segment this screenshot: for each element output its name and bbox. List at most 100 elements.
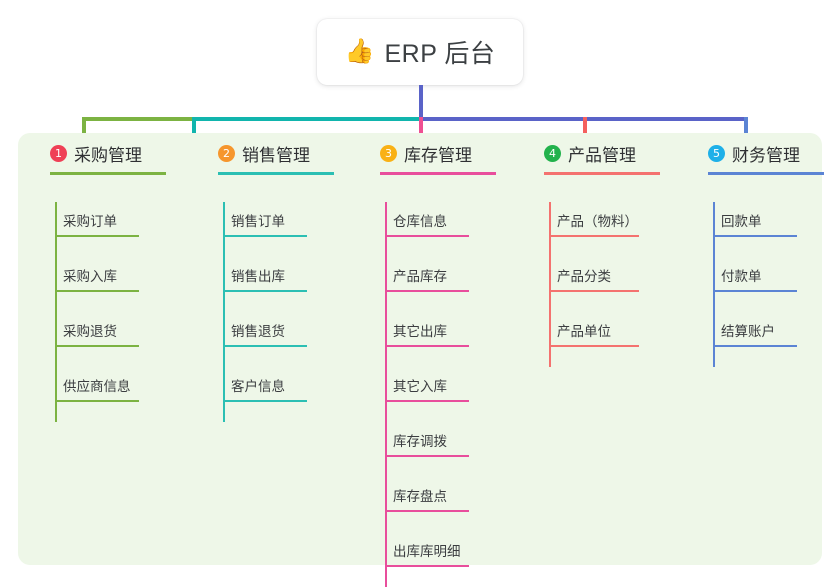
branch-item-label: 出库库明细: [393, 544, 461, 559]
branch-header-underline: [50, 172, 166, 175]
branch-item-underline: [223, 345, 307, 347]
branch-header-underline: [218, 172, 334, 175]
branch-item[interactable]: 结算账户: [688, 312, 800, 367]
branch-item[interactable]: 出库库明细: [360, 532, 472, 587]
bar-teal: [192, 117, 421, 121]
branch-item-underline: [55, 290, 139, 292]
branch-item-underline: [385, 400, 469, 402]
branch-item-label: 仓库信息: [393, 214, 447, 229]
branch-header-underline: [380, 172, 496, 175]
branch-number-badge: 5: [708, 144, 725, 162]
branch-item[interactable]: 仓库信息: [360, 202, 472, 257]
drop-green: [82, 117, 86, 143]
branch-header-label: 财务管理: [732, 145, 800, 165]
branch-item-underline: [55, 235, 139, 237]
branch-item-label: 供应商信息: [63, 379, 131, 394]
branch-item-underline: [713, 345, 797, 347]
branch-item[interactable]: 销售出库: [198, 257, 310, 312]
branch-item[interactable]: 其它入库: [360, 367, 472, 422]
branch-header-label: 产品管理: [568, 145, 636, 165]
branch-item-label: 付款单: [721, 269, 762, 284]
branch-item-underline: [549, 345, 639, 347]
branch-header-finance[interactable]: 5 财务管理: [688, 140, 824, 175]
branch-item[interactable]: 采购入库: [30, 257, 142, 312]
branch-header-label: 库存管理: [404, 145, 472, 165]
branch-item[interactable]: 采购退货: [30, 312, 142, 367]
branch-number-badge: 1: [50, 144, 67, 162]
branch-spine: [549, 202, 551, 367]
root-node-label: ERP 后台: [384, 40, 496, 68]
branch-items-sales: 销售订单销售出库销售退货客户信息: [198, 202, 310, 422]
branch-item-label: 采购订单: [63, 214, 117, 229]
branch-number-badge: 3: [380, 144, 397, 162]
branch-items-inventory: 仓库信息产品库存其它出库其它入库库存调拨库存盘点出库库明细: [360, 202, 472, 587]
branch-item[interactable]: 其它出库: [360, 312, 472, 367]
branch-number-badge: 2: [218, 144, 235, 162]
branch-item-label: 销售退货: [231, 324, 285, 339]
branch-item-label: 产品分类: [557, 269, 611, 284]
branch-item[interactable]: 库存调拨: [360, 422, 472, 477]
branch-item[interactable]: 付款单: [688, 257, 800, 312]
drop-red: [583, 117, 587, 143]
branch-item-underline: [385, 345, 469, 347]
branch-number-badge: 4: [544, 144, 561, 162]
branch-item[interactable]: 产品（物料）: [524, 202, 639, 257]
branch-spine: [55, 202, 57, 422]
branch-item-label: 其它入库: [393, 379, 447, 394]
branch-item-label: 库存盘点: [393, 489, 447, 504]
branch-item-underline: [385, 235, 469, 237]
branch-column-inventory: 3 库存管理仓库信息产品库存其它出库其它入库库存调拨库存盘点出库库明细: [360, 140, 496, 587]
branch-item-underline: [385, 290, 469, 292]
branch-item[interactable]: 采购订单: [30, 202, 142, 257]
branch-item-underline: [55, 345, 139, 347]
branch-item-label: 采购入库: [63, 269, 117, 284]
branch-item[interactable]: 回款单: [688, 202, 800, 257]
branch-item-underline: [223, 235, 307, 237]
branch-item[interactable]: 销售退货: [198, 312, 310, 367]
branch-item-underline: [385, 510, 469, 512]
branches-panel: [18, 133, 822, 565]
branch-items-finance: 回款单付款单结算账户: [688, 202, 800, 367]
branch-item[interactable]: 库存盘点: [360, 477, 472, 532]
branch-item[interactable]: 产品分类: [524, 257, 639, 312]
branch-item-label: 销售订单: [231, 214, 285, 229]
branch-item-label: 产品单位: [557, 324, 611, 339]
branch-item-underline: [385, 455, 469, 457]
branch-item-label: 销售出库: [231, 269, 285, 284]
branch-header-product[interactable]: 4 产品管理: [524, 140, 660, 175]
root-stem-connector: [419, 85, 423, 119]
branch-spine: [385, 202, 387, 587]
branch-item-label: 采购退货: [63, 324, 117, 339]
root-node-erp-backend[interactable]: 👍 ERP 后台: [317, 19, 523, 85]
branch-item-underline: [385, 565, 469, 567]
branch-items-purchase: 采购订单采购入库采购退货供应商信息: [30, 202, 142, 422]
branch-item-label: 产品（物料）: [557, 214, 638, 229]
branch-item-underline: [549, 290, 639, 292]
branch-item[interactable]: 销售订单: [198, 202, 310, 257]
branch-header-underline: [544, 172, 660, 175]
branch-item-underline: [223, 400, 307, 402]
branch-item[interactable]: 客户信息: [198, 367, 310, 422]
branch-items-product: 产品（物料） 产品分类产品单位: [524, 202, 639, 367]
thumbs-up-icon: 👍: [344, 38, 375, 65]
branch-spine: [713, 202, 715, 367]
branch-item[interactable]: 供应商信息: [30, 367, 142, 422]
branch-item-underline: [549, 235, 639, 237]
branch-item-underline: [223, 290, 307, 292]
branch-item[interactable]: 产品单位: [524, 312, 639, 367]
branch-item[interactable]: 产品库存: [360, 257, 472, 312]
drop-blue: [744, 117, 748, 143]
branch-item-underline: [55, 400, 139, 402]
branch-header-inventory[interactable]: 3 库存管理: [360, 140, 496, 175]
bar-green: [82, 117, 192, 121]
branch-item-underline: [713, 235, 797, 237]
branch-spine: [223, 202, 225, 422]
branch-item-label: 客户信息: [231, 379, 285, 394]
branch-item-label: 其它出库: [393, 324, 447, 339]
branch-column-finance: 5 财务管理回款单付款单结算账户: [688, 140, 824, 367]
